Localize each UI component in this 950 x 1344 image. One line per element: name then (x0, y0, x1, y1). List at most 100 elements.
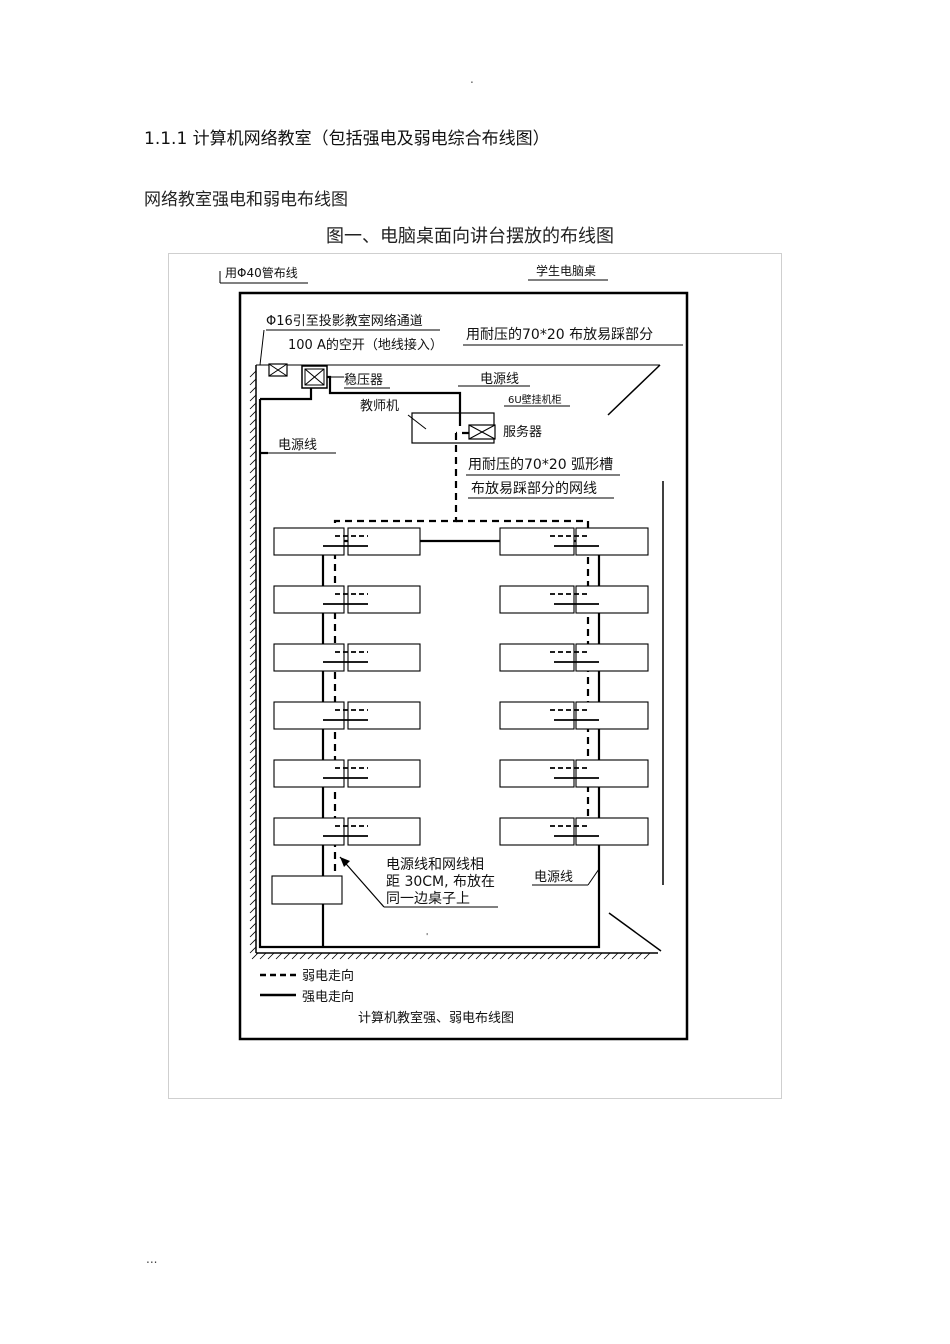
hatch-mark (249, 626, 257, 634)
note-line-1: 电源线和网线相 (386, 857, 484, 873)
hatch-mark (249, 818, 257, 826)
desk (575, 585, 649, 614)
desk (575, 643, 649, 672)
section-subtitle: 网络教室强电和弱电布线图 (144, 190, 348, 210)
hatch-mark (249, 842, 257, 850)
hatch-mark (331, 952, 339, 960)
hatch-mark (419, 952, 427, 960)
figure-frame (168, 253, 782, 1099)
hatch-mark (249, 370, 257, 378)
note-arrow (339, 856, 385, 908)
hatch-mark (563, 952, 571, 960)
desk (347, 817, 421, 846)
weak-wiring (333, 431, 590, 879)
hatch-mark (249, 442, 257, 450)
hatch-mark (249, 522, 257, 530)
hatch-mark (387, 952, 395, 960)
desk (575, 527, 649, 556)
note-arrowhead (340, 857, 350, 867)
desk (273, 759, 345, 788)
desk (347, 585, 421, 614)
hatch-mark (499, 952, 507, 960)
hatch-mark (249, 546, 257, 554)
hatch-mark (483, 952, 491, 960)
hatch-mark (249, 946, 257, 954)
power-label-top: 电源线 (480, 372, 519, 387)
student-desks-label: 学生电脑桌 (536, 263, 596, 278)
hatch-mark (443, 952, 451, 960)
hatch-mark (249, 674, 257, 682)
hatch-mark (249, 410, 257, 418)
hatch-mark (299, 952, 307, 960)
breaker-label: 100 A的空开（地线接入） (288, 337, 443, 353)
trough2-label-1: 用耐压的70*20 弧形槽 (468, 457, 613, 473)
regulator-x2 (304, 368, 325, 386)
hatch-mark (249, 578, 257, 586)
server-label: 服务器 (503, 424, 542, 440)
hatch-mark (249, 434, 257, 442)
hatch-mark (249, 930, 257, 938)
legend-weak-label: 弱电走向 (302, 968, 354, 984)
hatch-mark (249, 706, 257, 714)
hatch-mark (411, 952, 419, 960)
hatch-mark (249, 514, 257, 522)
hatch-mark (339, 952, 347, 960)
hatch-mark (627, 952, 635, 960)
hatch-mark (435, 952, 443, 960)
hatch-mark (249, 882, 257, 890)
hatch-mark (249, 466, 257, 474)
desk (575, 701, 649, 730)
left-wall-hatch (249, 370, 257, 954)
hatch-mark (249, 394, 257, 402)
power-right-leader (587, 868, 600, 886)
hatch-mark (249, 690, 257, 698)
hatch-mark (491, 952, 499, 960)
bottom-wall-hatch (251, 952, 651, 960)
hatch-mark (249, 458, 257, 466)
desk (347, 759, 421, 788)
hatch-mark (427, 952, 435, 960)
hatch-mark (249, 562, 257, 570)
hatch-mark (323, 952, 331, 960)
trough1-label: 用耐压的70*20 布放易踩部分 (466, 327, 653, 343)
desk (273, 817, 345, 846)
power-label-left: 电源线 (278, 438, 317, 453)
hatch-mark (249, 922, 257, 930)
hatch-mark (249, 474, 257, 482)
hatch-mark (249, 618, 257, 626)
hatch-mark (249, 898, 257, 906)
hatch-mark (249, 658, 257, 666)
hatch-mark (249, 666, 257, 674)
hatch-mark (249, 378, 257, 386)
hatch-mark (249, 834, 257, 842)
hatch-mark (283, 952, 291, 960)
hatch-mark (643, 952, 651, 960)
hatch-mark (451, 952, 459, 960)
hatch-mark (249, 914, 257, 922)
hatch-mark (249, 418, 257, 426)
regulator-label: 稳压器 (344, 372, 383, 388)
desk (499, 759, 575, 788)
top-wall-diag (607, 364, 661, 416)
note-line-3: 同一边桌子上 (386, 891, 470, 907)
hatch-mark (249, 762, 257, 770)
note-line-2: 距 30CM, 布放在 (386, 874, 495, 890)
hatch-mark (635, 952, 643, 960)
hatch-mark (611, 952, 619, 960)
section-heading: 1.1.1 计算机网络教室（包括强电及弱电综合布线图） (144, 129, 550, 149)
hatch-mark (259, 952, 267, 960)
desk (273, 701, 345, 730)
hatch-mark (571, 952, 579, 960)
hatch-mark (249, 538, 257, 546)
hatch-mark (275, 952, 283, 960)
hatch-mark (459, 952, 467, 960)
hatch-mark (371, 952, 379, 960)
hatch-mark (619, 952, 627, 960)
hatch-mark (249, 602, 257, 610)
hatch-mark (507, 952, 515, 960)
hatch-mark (249, 778, 257, 786)
regulator-inner (304, 368, 325, 386)
diagram-title: 计算机教室强、弱电布线图 (358, 1010, 514, 1026)
hatch-mark (249, 746, 257, 754)
hatch-mark (249, 554, 257, 562)
